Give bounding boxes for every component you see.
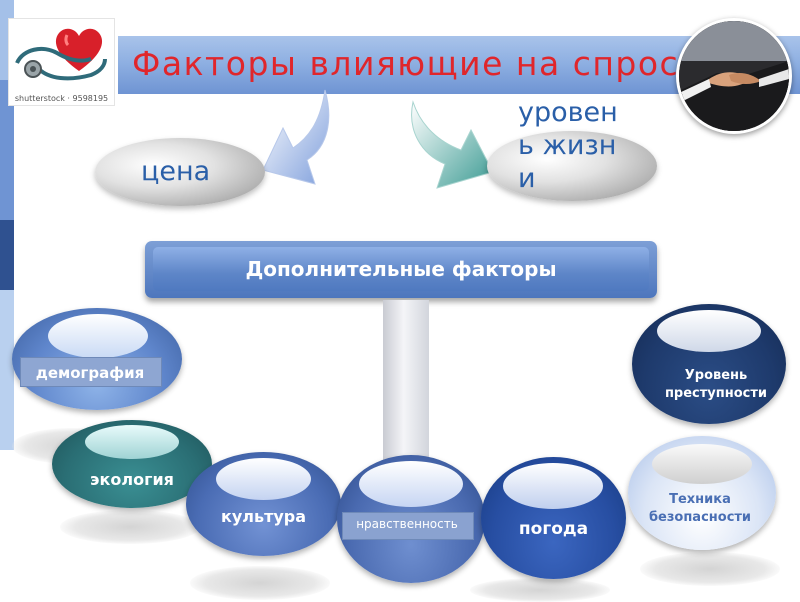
bubble-shadow [190,566,330,600]
morality-tag [342,512,474,540]
bubble-highlight [652,444,752,484]
culture-bubble [186,452,341,556]
heart-stethoscope-icon [15,28,107,81]
handshake-icon [679,21,789,131]
morality-label: нравственность [356,517,458,531]
bubble-highlight [359,461,463,507]
bubble-highlight [48,314,148,358]
culture-label: культура [220,507,307,526]
left-stripe [0,220,14,290]
price-oval [95,138,265,206]
weather-label: погода [518,519,589,539]
living-standard-oval [487,131,657,201]
curved-arrow-left-icon [262,89,330,185]
bubble-highlight [503,463,603,509]
demography-tag [20,357,162,387]
bubble-highlight [85,425,179,459]
curved-arrow-right-icon [411,100,494,189]
safety-tech-bubble [628,436,776,550]
additional-factors-bar-inner [153,247,649,291]
price-label: цена [141,156,211,187]
bubble-highlight [657,310,761,352]
crime-level-bubble [632,304,786,424]
living-standard-label: уровень жизни [518,97,618,194]
bubble-shadow [60,510,200,544]
left-stripe [0,290,14,450]
bubble-shadow [640,552,780,586]
weather-bubble [481,457,626,579]
additional-factors-title: Дополнительные факторы [245,257,557,281]
demography-label: демография [35,364,145,382]
logo: shutterstock · 9598195 [8,18,115,106]
ecology-label: экология [90,470,174,489]
crime-level-label: Уровень преступности [664,368,768,401]
logo-caption: shutterstock · 9598195 [14,94,109,103]
safety-tech-label: Техника безопасности [648,492,752,525]
ecology-bubble [52,420,212,508]
handshake-photo [676,18,792,134]
left-stripe [0,80,14,220]
page-title: Факторы влияющие на спрос [132,44,680,83]
bubble-highlight [216,458,311,500]
bubble-shadow [470,578,610,602]
